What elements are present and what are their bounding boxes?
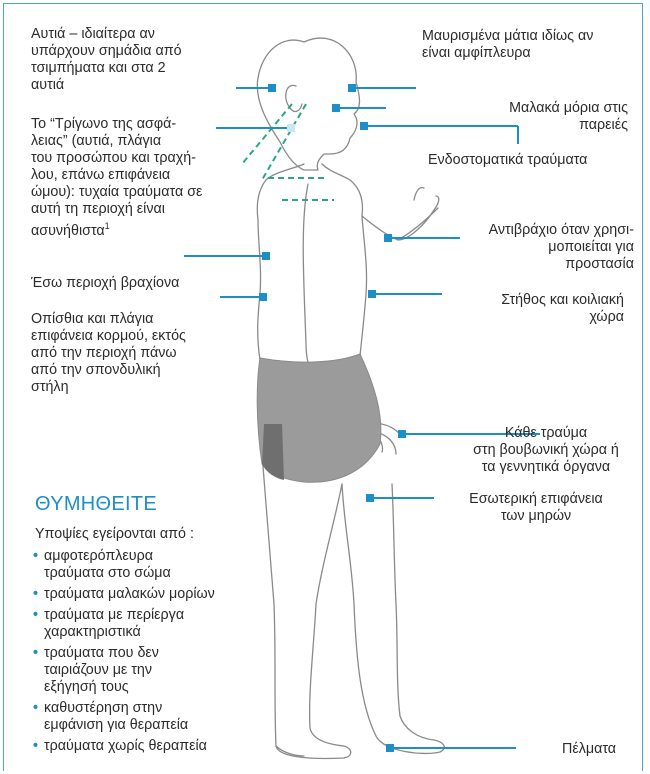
label-ears: Αυτιά – ιδιαίτερα αν υπάρχουν σημάδια απ… — [31, 26, 241, 94]
remember-list: •αμφοτερόπλευρα τραύματα στο σώμα •τραύμ… — [30, 548, 270, 759]
shorts — [257, 354, 381, 482]
label-inner-thighs: Εσωτερική επιφάνεια των μηρών — [444, 491, 628, 525]
label-inner-upper-arm: Έσω περιοχή βραχίονα — [31, 275, 251, 292]
bullet-icon: • — [33, 700, 38, 717]
label-safety-triangle-text: Το “Τρίγωνο της ασφά- λειας” (αυτιά, πλά… — [31, 116, 202, 239]
bullet-icon: • — [33, 607, 38, 624]
label-back-trunk: Οπίσθια και πλάγια επιφάνεια κορμού, εκτ… — [31, 311, 251, 396]
label-groin: Κάθε τραύμα στη βουβωνική χώρα ή τα γενν… — [454, 425, 638, 476]
remember-item: •καθυστέρηση στην εμφάνιση για θεραπεία — [30, 700, 270, 734]
label-chest-abdomen: Στήθος και κοιλιακή χώρα — [444, 292, 624, 326]
bullet-icon: • — [33, 586, 38, 603]
remember-item: •τραύματα που δεν ταιριάζουν με την εξήγ… — [30, 645, 270, 696]
footnote-marker: 1 — [105, 221, 110, 231]
remember-item: •αμφοτερόπλευρα τραύματα στο σώμα — [30, 548, 270, 582]
remember-item: •τραύματα χωρίς θεραπεία — [30, 738, 270, 755]
bullet-icon: • — [33, 645, 38, 662]
label-safety-triangle: Το “Τρίγωνο της ασφά- λειας” (αυτιά, πλά… — [31, 116, 246, 240]
remember-intro: Υποψίες εγείρονται από : — [35, 526, 194, 543]
remember-item: •τραύματα μαλακών μορίων — [30, 586, 270, 603]
remember-item: •τραύματα με περίεργα χαρακτηριστικά — [30, 607, 270, 641]
remember-title: ΘΥΜΗΘΕΙΤΕ — [35, 493, 157, 516]
bullet-icon: • — [33, 548, 38, 565]
label-cheeks: Μαλακά μόρια στις παρειές — [444, 100, 628, 134]
safety-triangle-zone — [242, 104, 334, 200]
label-intraoral: Ενδοστοματικά τραύματα — [428, 152, 638, 169]
bullet-icon: • — [33, 738, 38, 755]
diagram-frame: Αυτιά – ιδιαίτερα αν υπάρχουν σημάδια απ… — [3, 3, 643, 771]
label-soles: Πέλματα — [562, 741, 632, 758]
label-black-eyes: Μαυρισμένα μάτια ιδίως αν είναι αμφίπλευ… — [422, 28, 632, 62]
label-forearm: Αντιβράχιο όταν χρησι- μοποιείται για πρ… — [444, 222, 634, 273]
